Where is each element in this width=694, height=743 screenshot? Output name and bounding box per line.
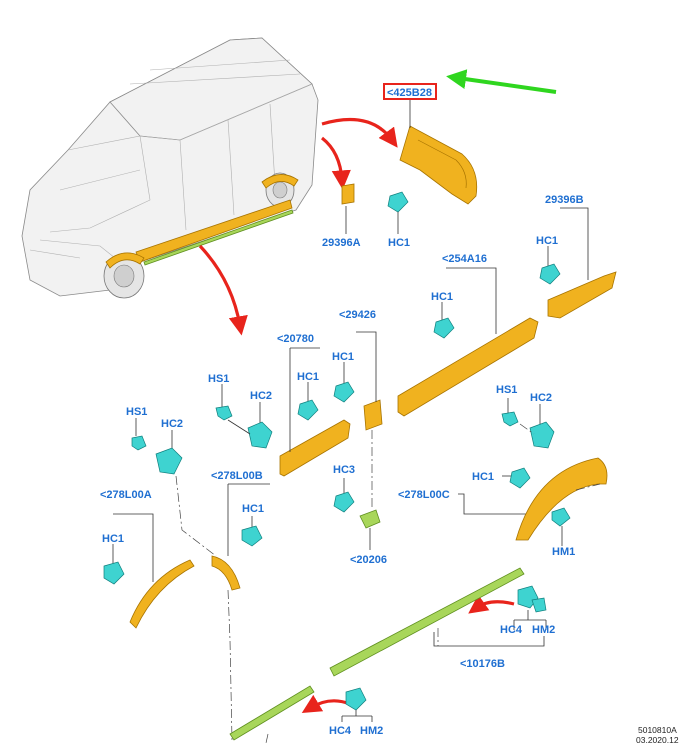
highlight-box: [383, 83, 437, 100]
label-hc1-278l00a[interactable]: HC1: [102, 533, 124, 545]
label-20780[interactable]: <20780: [277, 333, 314, 345]
label-hc1-29426[interactable]: HC1: [332, 351, 354, 363]
label-hc1-top[interactable]: HC1: [388, 237, 410, 249]
label-hs1-left2[interactable]: HS1: [208, 373, 229, 385]
label-hc2-right[interactable]: HC2: [530, 392, 552, 404]
part-278l00a[interactable]: [129, 559, 195, 629]
label-278l00a[interactable]: <278L00A: [100, 489, 152, 501]
clip-hc2-left2[interactable]: [247, 421, 273, 449]
part-20206[interactable]: [359, 509, 381, 529]
clip-hc1-29396b[interactable]: [539, 263, 561, 285]
label-hc1-29396b[interactable]: HC1: [536, 235, 558, 247]
label-29396b[interactable]: 29396B: [545, 194, 584, 206]
label-278l00c[interactable]: <278L00C: [398, 489, 450, 501]
label-hs1-right[interactable]: HS1: [496, 384, 517, 396]
footer-ref: 5010810A: [638, 725, 677, 735]
label-10176b[interactable]: <10176B: [460, 658, 505, 670]
clip-hc1-278l00c[interactable]: [509, 467, 531, 489]
footer-date: 03.2020.12: [636, 735, 679, 743]
part-moulding-bottom[interactable]: [229, 685, 315, 741]
label-254a16[interactable]: <254A16: [442, 253, 487, 265]
label-hc4-bottom[interactable]: HC4: [329, 725, 352, 737]
screw-hs1-left[interactable]: [131, 435, 147, 451]
label-29396a[interactable]: 29396A: [322, 237, 361, 249]
clip-hc2-right[interactable]: [529, 421, 555, 449]
green-arrow: [446, 69, 557, 94]
clip-hc1-278l00b[interactable]: [241, 525, 263, 547]
clip-hc1-254a16[interactable]: [433, 317, 455, 339]
van-illustration: [21, 37, 319, 299]
clip-hc1-278l00a[interactable]: [103, 561, 125, 585]
label-hc1-278l00c[interactable]: HC1: [472, 471, 494, 483]
clip-hc2-left[interactable]: [155, 447, 183, 475]
label-278l00b[interactable]: <278L00B: [211, 470, 263, 482]
part-10176b[interactable]: [329, 567, 525, 677]
part-278l00c[interactable]: [515, 457, 608, 541]
screw-hs1-left2[interactable]: [215, 405, 233, 421]
clip-hc3[interactable]: [333, 491, 355, 513]
label-hm2-bottom[interactable]: HM2: [360, 725, 383, 737]
clip-hc4-hm2-right[interactable]: [517, 585, 547, 613]
label-hm2-right[interactable]: HM2: [532, 624, 555, 636]
label-425b28[interactable]: <425B28: [387, 87, 432, 99]
label-hc1-278l00b[interactable]: HC1: [242, 503, 264, 515]
label-hc1-254a16[interactable]: HC1: [431, 291, 453, 303]
label-hc1-20780[interactable]: HC1: [297, 371, 319, 383]
part-29426[interactable]: [363, 399, 383, 431]
label-hc4-right[interactable]: HC4: [500, 624, 523, 636]
label-hm1[interactable]: HM1: [552, 546, 575, 558]
part-29396a[interactable]: [341, 183, 355, 205]
part-278l00b[interactable]: [211, 555, 241, 591]
clip-hc1-top[interactable]: [387, 191, 409, 213]
clip-hc1-20780[interactable]: [297, 399, 319, 421]
clip-hc1-29426[interactable]: [333, 381, 355, 403]
label-hc3[interactable]: HC3: [333, 464, 355, 476]
clip-hc4-hm2-bottom[interactable]: [345, 687, 367, 711]
label-hc2-left2[interactable]: HC2: [250, 390, 272, 402]
screw-hs1-right[interactable]: [501, 411, 519, 427]
label-hs1-left[interactable]: HS1: [126, 406, 147, 418]
label-hc2-left[interactable]: HC2: [161, 418, 183, 430]
label-20206[interactable]: <20206: [350, 554, 387, 566]
clip-hm1[interactable]: [551, 507, 571, 527]
part-20780[interactable]: [279, 419, 351, 477]
part-29396b[interactable]: [547, 271, 617, 319]
part-425b28[interactable]: [399, 125, 478, 205]
label-29426[interactable]: <29426: [339, 309, 376, 321]
part-254a16[interactable]: [397, 317, 539, 417]
